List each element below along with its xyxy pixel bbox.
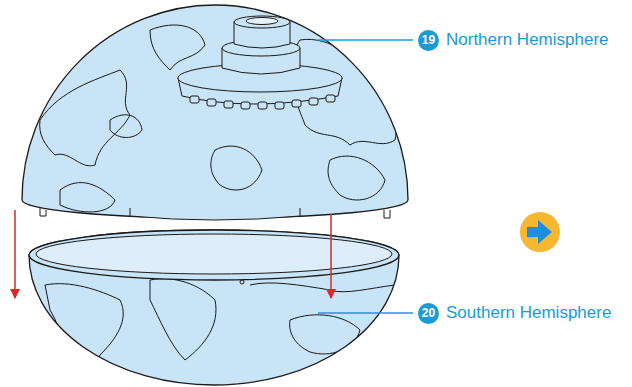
- leader-line: [318, 39, 413, 40]
- southern-hemisphere-shell: [29, 230, 399, 385]
- assembly-arrow: [14, 210, 16, 298]
- assembly-arrow: [330, 214, 332, 298]
- part-name: Southern Hemisphere: [446, 302, 611, 324]
- callout-number: 19: [418, 30, 439, 51]
- part-name: Northern Hemisphere: [446, 29, 609, 51]
- northern-hemisphere-shell: [22, 5, 408, 220]
- next-step-icon: [520, 212, 560, 252]
- leader-line: [318, 312, 413, 313]
- callout-number: 20: [418, 303, 439, 324]
